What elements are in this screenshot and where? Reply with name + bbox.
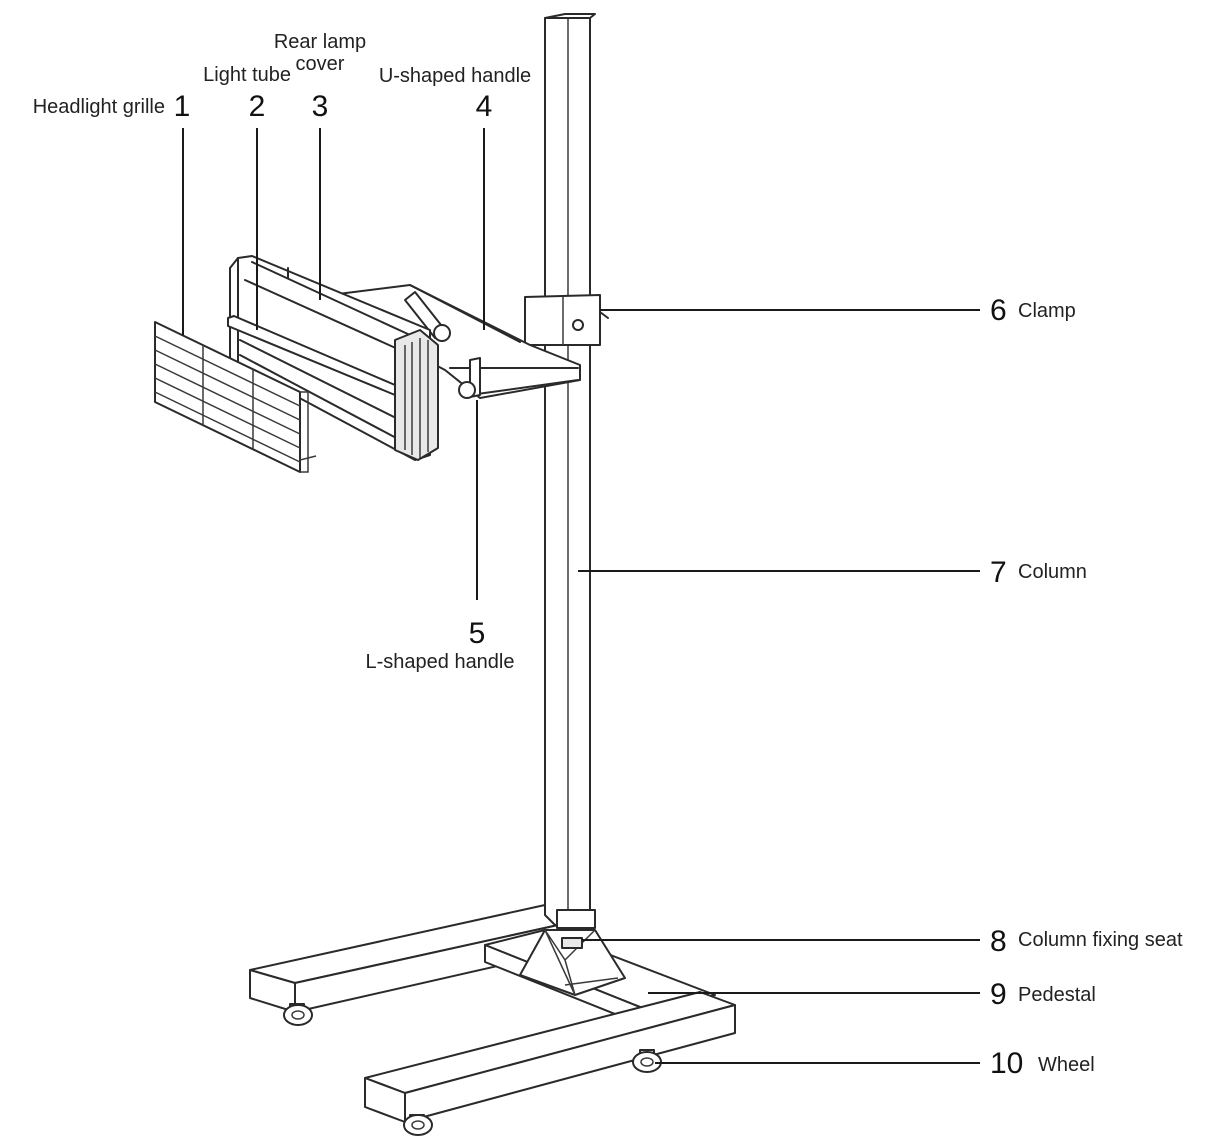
callout-number-8: 8 xyxy=(990,925,1007,958)
clamp-drawing xyxy=(524,294,609,346)
callout-label-5: L-shaped handle xyxy=(365,651,514,673)
callout-number-4: 4 xyxy=(476,90,493,123)
callout-number-6: 6 xyxy=(990,294,1007,327)
callout-label-3-line2: cover xyxy=(296,53,345,75)
callout-number-7: 7 xyxy=(990,556,1007,589)
arm-knob-drawing xyxy=(404,291,451,342)
callout-label-9: Pedestal xyxy=(1018,984,1096,1006)
callout-label-10: Wheel xyxy=(1038,1054,1095,1076)
l-shaped-handle-drawing xyxy=(458,357,481,399)
headlight-grille-drawing xyxy=(154,321,317,473)
wheel-rear-left xyxy=(283,1003,313,1026)
callout-label-4: U-shaped handle xyxy=(379,65,531,87)
lamp-head-drawing xyxy=(227,255,439,461)
column-drawing xyxy=(544,13,596,929)
callout-number-1: 1 xyxy=(174,90,191,123)
pedestal-drawing xyxy=(249,904,736,1123)
callout-label-7: Column xyxy=(1018,561,1087,583)
callout-number-3: 3 xyxy=(312,90,329,123)
callout-number-10: 10 xyxy=(990,1047,1023,1080)
callout-label-2: Light tube xyxy=(203,64,291,86)
callout-label-6: Clamp xyxy=(1018,300,1076,322)
callout-number-5: 5 xyxy=(469,617,486,650)
column-fixing-seat-drawing xyxy=(519,929,626,996)
callout-number-9: 9 xyxy=(990,978,1007,1011)
callout-label-3-line1: Rear lamp xyxy=(274,31,366,53)
callout-label-1: Headlight grille xyxy=(33,96,165,118)
callout-number-2: 2 xyxy=(249,90,266,123)
callout-label-8: Column fixing seat xyxy=(1018,929,1183,951)
wheel-front-left xyxy=(403,1114,433,1136)
